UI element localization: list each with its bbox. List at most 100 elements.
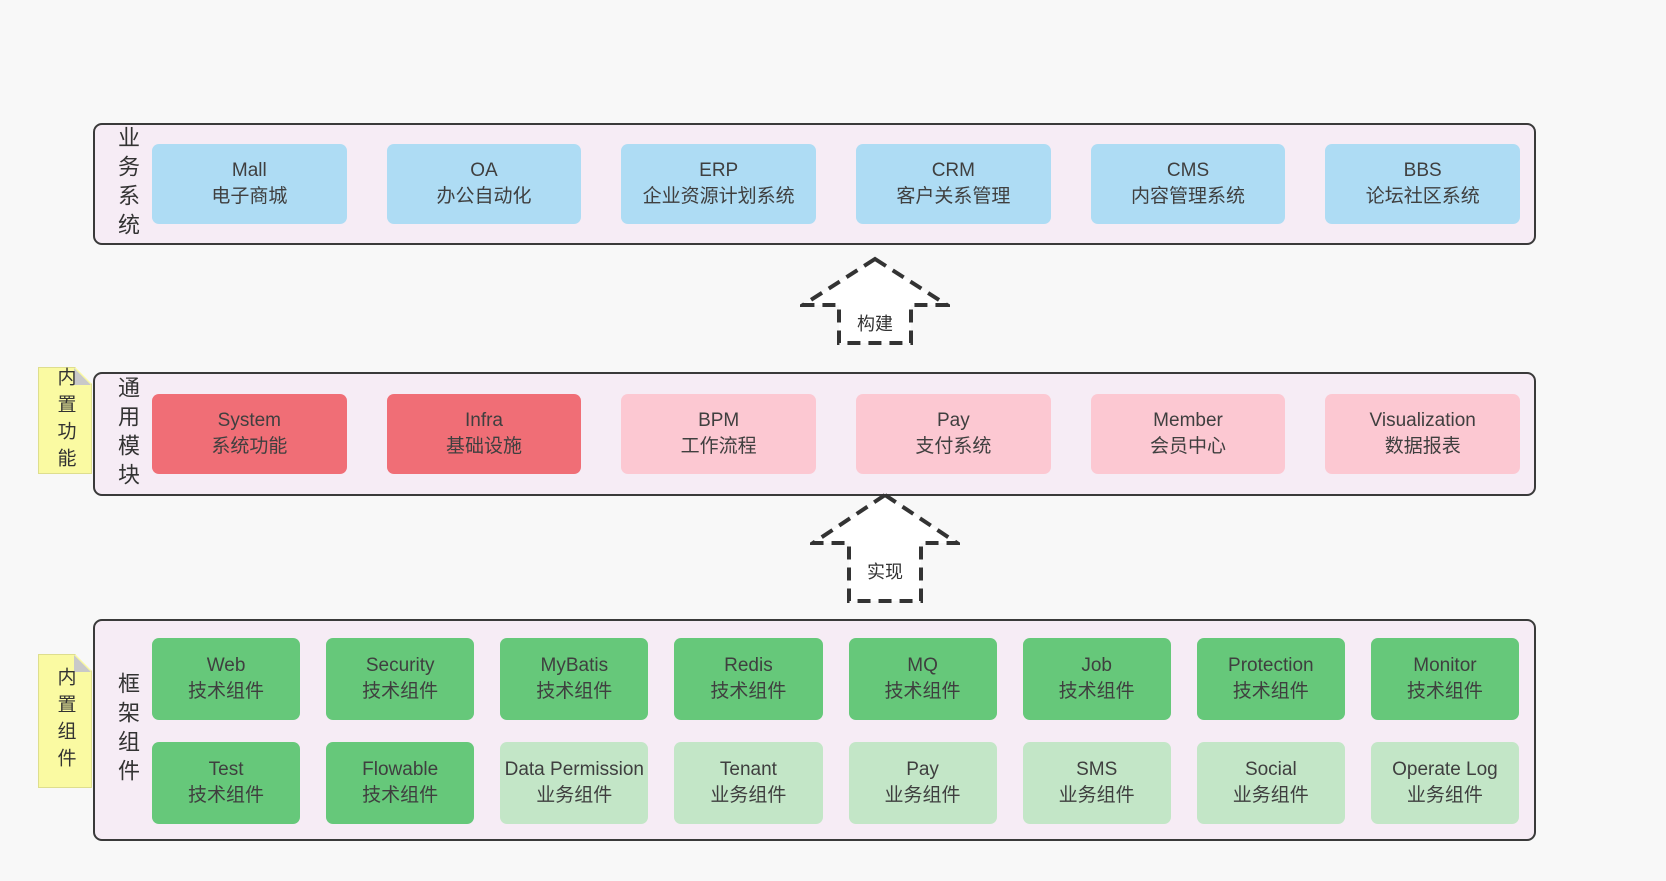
box-subtitle: 技术组件 xyxy=(710,681,787,702)
box-subtitle: 办公自动化 xyxy=(436,186,532,207)
arrow-implement-label: 实现 xyxy=(864,558,906,584)
layer-label-business-systems: 业务系统 xyxy=(115,126,140,242)
box-subtitle: 系统功能 xyxy=(211,436,288,457)
box-title: BBS xyxy=(1403,160,1442,181)
dashed-up-arrow-icon xyxy=(810,492,960,603)
arrow-build-icon: 构建 xyxy=(800,256,950,346)
box-title: Pay xyxy=(936,410,970,431)
box-subtitle: 技术组件 xyxy=(1058,681,1135,702)
framework-components-grid: Web 技术组件 Security 技术组件 MyBatis 技术组件 Redi… xyxy=(152,638,1519,824)
box-title: Monitor xyxy=(1413,655,1477,676)
box-bpm: BPM 工作流程 xyxy=(621,394,817,474)
box-subtitle: 技术组件 xyxy=(362,785,439,806)
box-operate-log: Operate Log 业务组件 xyxy=(1370,742,1519,824)
layer-framework-components: 框架组件 Web 技术组件 Security 技术组件 MyBatis 技术组件… xyxy=(93,619,1536,841)
box-crm: CRM 客户关系管理 xyxy=(856,144,1051,224)
box-subtitle: 电子商城 xyxy=(211,186,288,207)
box-redis: Redis 技术组件 xyxy=(674,638,823,720)
box-title: OA xyxy=(470,160,498,181)
box-system: System 系统功能 xyxy=(152,394,347,474)
note-text: 内置组件 xyxy=(54,667,76,775)
box-title: MQ xyxy=(907,655,938,676)
box-subtitle: 技术组件 xyxy=(1232,681,1309,702)
box-web: Web 技术组件 xyxy=(152,638,301,720)
box-member: Member 会员中心 xyxy=(1090,394,1286,474)
box-title: Mall xyxy=(231,160,267,181)
box-title: Security xyxy=(365,655,435,676)
box-infra: Infra 基础设施 xyxy=(386,394,582,474)
box-erp: ERP 企业资源计划系统 xyxy=(621,144,817,224)
box-mall: Mall 电子商城 xyxy=(152,144,347,224)
box-subtitle: 业务组件 xyxy=(1232,785,1309,806)
box-title: Social xyxy=(1244,759,1297,780)
box-oa: OA 办公自动化 xyxy=(386,144,582,224)
box-title: Job xyxy=(1081,655,1112,676)
box-title: CRM xyxy=(931,160,975,181)
arrow-build-label: 构建 xyxy=(854,310,896,336)
box-subtitle: 业务组件 xyxy=(884,785,961,806)
box-subtitle: 技术组件 xyxy=(362,681,439,702)
box-mq: MQ 技术组件 xyxy=(848,638,997,720)
box-subtitle: 业务组件 xyxy=(1058,785,1135,806)
box-monitor: Monitor 技术组件 xyxy=(1370,638,1519,720)
box-security: Security 技术组件 xyxy=(326,638,475,720)
box-subtitle: 企业资源计划系统 xyxy=(642,186,795,207)
box-job: Job 技术组件 xyxy=(1022,638,1171,720)
box-title: Flowable xyxy=(362,759,439,780)
box-title: Operate Log xyxy=(1392,759,1498,780)
arrow-implement-icon: 实现 xyxy=(810,492,960,604)
box-subtitle: 会员中心 xyxy=(1150,436,1227,457)
box-title: Redis xyxy=(724,655,773,676)
business-systems-row: Mall 电子商城 OA 办公自动化 ERP 企业资源计划系统 CRM 客户关系… xyxy=(152,144,1521,224)
box-subtitle: 客户关系管理 xyxy=(896,186,1011,207)
note-built-in-functions: 内置功能 xyxy=(38,367,92,474)
box-title: System xyxy=(217,410,282,431)
box-pay-system: Pay 支付系统 xyxy=(856,394,1051,474)
box-sms: SMS 业务组件 xyxy=(1022,742,1171,824)
layer-business-systems: 业务系统 Mall 电子商城 OA 办公自动化 ERP 企业资源计划系统 CRM… xyxy=(93,123,1536,245)
box-title: Infra xyxy=(464,410,504,431)
box-pay-component: Pay 业务组件 xyxy=(848,742,997,824)
box-title: BPM xyxy=(698,410,740,431)
box-title: MyBatis xyxy=(540,655,609,676)
box-subtitle: 技术组件 xyxy=(188,681,265,702)
layer-label-framework-components: 框架组件 xyxy=(115,672,140,788)
box-social: Social 业务组件 xyxy=(1196,742,1345,824)
box-subtitle: 技术组件 xyxy=(536,681,613,702)
note-built-in-components: 内置组件 xyxy=(38,654,92,788)
box-mybatis: MyBatis 技术组件 xyxy=(500,638,649,720)
layer-common-modules: 通用模块 System 系统功能 Infra 基础设施 BPM 工作流程 Pay… xyxy=(93,372,1536,496)
box-data-permission: Data Permission 业务组件 xyxy=(500,742,649,824)
box-title: Pay xyxy=(906,759,939,780)
note-text: 内置功能 xyxy=(54,366,76,475)
layer-label-common-modules: 通用模块 xyxy=(115,376,140,492)
box-title: Web xyxy=(206,655,246,676)
box-title: Member xyxy=(1153,410,1223,431)
box-subtitle: 论坛社区系统 xyxy=(1365,186,1480,207)
box-test: Test 技术组件 xyxy=(152,742,301,824)
box-title: Test xyxy=(208,759,244,780)
box-subtitle: 技术组件 xyxy=(884,681,961,702)
box-title: SMS xyxy=(1076,759,1118,780)
common-modules-row: System 系统功能 Infra 基础设施 BPM 工作流程 Pay 支付系统… xyxy=(152,394,1521,474)
box-visualization: Visualization 数据报表 xyxy=(1325,394,1521,474)
dashed-up-arrow-icon xyxy=(800,256,950,345)
box-subtitle: 业务组件 xyxy=(536,785,613,806)
box-subtitle: 技术组件 xyxy=(1406,681,1483,702)
box-flowable: Flowable 技术组件 xyxy=(326,742,475,824)
box-subtitle: 基础设施 xyxy=(446,436,523,457)
box-subtitle: 支付系统 xyxy=(915,436,992,457)
box-protection: Protection 技术组件 xyxy=(1196,638,1345,720)
box-title: Tenant xyxy=(719,759,777,780)
box-subtitle: 数据报表 xyxy=(1384,436,1461,457)
box-cms: CMS 内容管理系统 xyxy=(1090,144,1286,224)
box-subtitle: 业务组件 xyxy=(1406,785,1483,806)
box-title: Visualization xyxy=(1369,410,1476,431)
box-title: Protection xyxy=(1228,655,1314,676)
box-subtitle: 技术组件 xyxy=(188,785,265,806)
box-subtitle: 工作流程 xyxy=(680,436,757,457)
box-title: Data Permission xyxy=(504,759,644,780)
box-title: ERP xyxy=(699,160,739,181)
box-title: CMS xyxy=(1166,160,1210,181)
box-tenant: Tenant 业务组件 xyxy=(674,742,823,824)
